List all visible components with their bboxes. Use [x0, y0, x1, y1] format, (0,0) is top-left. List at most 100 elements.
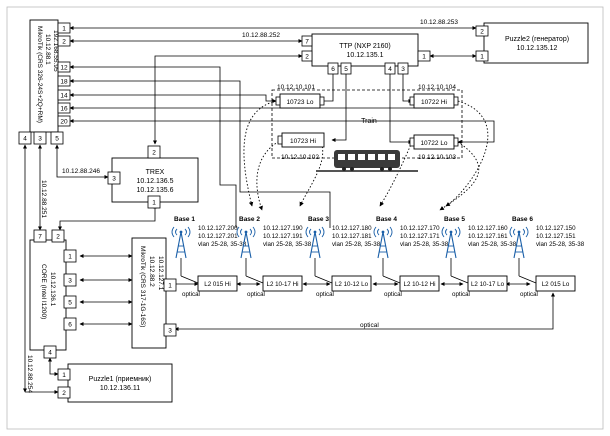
mikrotik-bottom-box — [131, 237, 167, 349]
unit-10722-lo-label: 10722 Lo — [420, 140, 447, 147]
trex-port: 1 — [147, 195, 161, 209]
base-ip1: 10.12.127.160 — [468, 225, 508, 232]
base-ip1: 10.12.127.170 — [400, 225, 440, 232]
base-name: Base 4 — [376, 216, 397, 223]
base-ip1: 10.12.127.180 — [332, 225, 372, 232]
mikrotik-top-port: 20 — [57, 115, 71, 127]
port-number: 1 — [480, 53, 484, 60]
antenna-tower-icon — [171, 226, 191, 259]
puzzle1-box — [67, 363, 173, 403]
core-port: 6 — [63, 317, 77, 331]
ttp-port: 6 — [327, 62, 339, 75]
mikrotik-top-port: 18 — [57, 75, 71, 87]
mikrotik-bottom-ip1: 10.12.88.2 — [148, 256, 155, 287]
puzzle1-port: 2 — [57, 386, 71, 399]
puzzle2-ip: 10.12.135.12 — [517, 45, 558, 52]
base-name: Base 5 — [444, 216, 465, 223]
base-ip2: 10.12.127.181 — [332, 233, 372, 240]
unit-10722-hi-label: 10722 Hi — [421, 99, 447, 106]
ttp-box — [311, 33, 419, 67]
unit-10723-hi-label: 10723 Hi — [290, 138, 316, 145]
l2-switch-label: L2 10-17 Lo — [471, 281, 505, 288]
base-name: Base 3 — [308, 216, 329, 223]
trex-port: 2 — [147, 145, 161, 159]
core-ports: 7 2 1 3 5 6 4 — [33, 229, 77, 359]
trex-ip1: 10.12.136.5 — [137, 178, 174, 185]
antenna-tower-icon — [441, 226, 461, 259]
optical-label-long: optical — [360, 322, 379, 329]
port-number: 2 — [62, 38, 66, 45]
l2-switch-box — [331, 275, 372, 292]
port-number: 2 — [152, 149, 156, 156]
port-number: 2 — [480, 28, 484, 35]
port-number: 2 — [305, 53, 309, 60]
ip-label-88-246: 10.12.88.246 — [62, 168, 100, 175]
antenna-tower-icon — [305, 226, 325, 259]
base-vlan: vlan 25-28, 35-38 — [332, 241, 381, 248]
puzzle1-port: 1 — [57, 368, 71, 381]
core-port: 7 — [33, 229, 47, 243]
mikrotik-top-label: MikroTik (CRS 326-24S+2Q+RM) — [36, 26, 43, 123]
ip-label-88-254: 10.12.88.254 — [26, 355, 33, 393]
mikrotik-top-ip1: 10.12.88.1 — [44, 34, 51, 65]
base-name: Base 1 — [174, 216, 195, 223]
optical-label: optical — [452, 291, 470, 298]
unit-port — [453, 96, 459, 106]
unit-10722-lo-ip: 10.12.10.103 — [418, 154, 456, 161]
port-number: 4 — [48, 349, 52, 356]
port-number: 14 — [60, 92, 68, 99]
l2-switch-box — [467, 275, 508, 292]
base-ip2: 10.12.127.201 — [198, 233, 238, 240]
puzzle2-port: 1 — [475, 50, 489, 62]
unit-port — [275, 96, 281, 106]
base-ip1: 10.12.127.190 — [263, 225, 303, 232]
core-port: 5 — [63, 295, 77, 309]
core-port: 2 — [51, 229, 65, 243]
port-number: 1 — [152, 199, 156, 206]
ttp-port: 4 — [384, 62, 396, 75]
mikrotik-top-bottom-port: 4 — [18, 131, 32, 145]
port-number: 12 — [60, 64, 68, 71]
core-ip: 10.12.136.1 — [49, 272, 56, 307]
port-number: 1 — [68, 253, 72, 260]
ttp-port: 1 — [417, 50, 431, 62]
base-ip1: 10.12.127.200 — [198, 225, 238, 232]
optical-label: optical — [182, 291, 200, 298]
port-number: 4 — [388, 66, 392, 73]
optical-label: optical — [520, 291, 538, 298]
port-number: 2 — [56, 233, 60, 240]
port-number: 1 — [62, 25, 66, 32]
core-port: 3 — [63, 273, 77, 287]
port-number: 6 — [331, 66, 335, 73]
port-number: 3 — [112, 175, 116, 182]
port-number: 2 — [62, 390, 66, 397]
puzzle1-label: Puzzle1 (приемник) — [89, 376, 152, 383]
trex-port: 3 — [107, 171, 121, 185]
mikrotik-bottom-port: 3 — [163, 323, 177, 337]
unit-port — [277, 135, 283, 145]
mikrotik-top-port: 14 — [57, 89, 71, 101]
unit-port — [319, 96, 325, 106]
puzzle2-port: 2 — [475, 25, 489, 37]
port-number: 3 — [168, 327, 172, 334]
unit-port — [409, 96, 415, 106]
l2-switch-label: L2 10-12 Hi — [404, 281, 436, 288]
l2-switch-label: L2 10-17 Hi — [267, 281, 299, 288]
ttp-port: 5 — [340, 62, 352, 75]
unit-port — [409, 137, 415, 147]
mikrotik-top-port: 12 — [57, 61, 71, 73]
trex-label: TREX — [146, 169, 165, 176]
train-label: Train — [361, 118, 377, 125]
optical-label: optical — [316, 291, 334, 298]
port-number: 20 — [60, 118, 68, 125]
train-icon — [316, 150, 418, 172]
base-ip1: 10.12.127.150 — [536, 225, 576, 232]
mikrotik-top-port: 2 — [57, 35, 71, 47]
puzzle1-ports: 12 — [57, 368, 71, 399]
port-number: 5 — [68, 299, 72, 306]
